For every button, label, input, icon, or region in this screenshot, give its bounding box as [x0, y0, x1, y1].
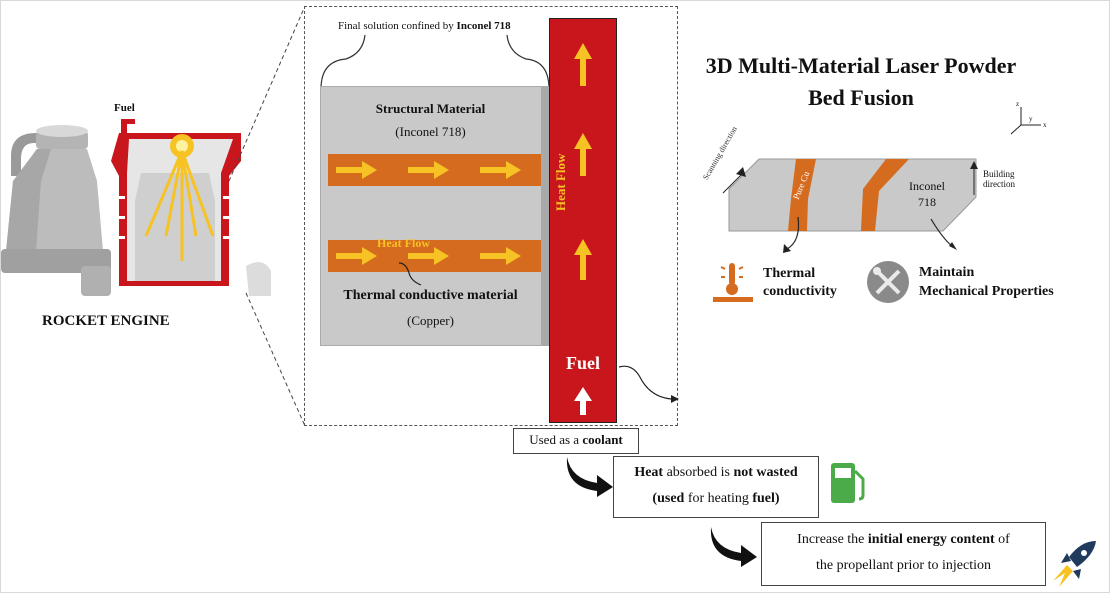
energy-bold: initial energy content: [867, 532, 995, 547]
pointer-squiggle: [398, 262, 422, 286]
zoom-connector-lines: [228, 5, 306, 427]
engine-3d-icon: [1, 125, 111, 296]
fuel-pointer-arrow: [618, 365, 679, 403]
caption-brace: [320, 34, 550, 90]
inconel-part-label-1: Inconel: [909, 179, 945, 193]
coolant-prefix: Used as a: [529, 432, 580, 447]
heat-arrow-right-4: [336, 247, 377, 265]
heat-text-2: for heating: [687, 491, 749, 506]
rocket-engine-title: ROCKET ENGINE: [42, 313, 170, 329]
heat-flow-horizontal-label: Heat Flow: [377, 236, 430, 250]
heat-arrow-right-3: [480, 161, 521, 179]
heat-text-1: absorbed is: [666, 465, 730, 480]
curved-arrow-1: [566, 457, 613, 497]
rocket-icon: [1053, 541, 1096, 587]
pure-cu-stripe-2: [861, 159, 909, 231]
heat-arrow-right-2: [408, 161, 449, 179]
heat-not-wasted-box: Heat absorbed is not wasted (used for he…: [613, 456, 819, 518]
thermometer-icon: [713, 263, 753, 302]
zoom-detail-frame: [304, 6, 678, 426]
vertical-heat-arrows: [574, 43, 592, 415]
structural-material-subtitle: (Inconel 718): [395, 124, 466, 139]
heat-arrow-right-6: [480, 247, 521, 265]
pure-cu-stripe-1: [788, 159, 816, 231]
heat-bold-2: not wasted: [733, 465, 798, 480]
lpbf-title-line2: Bed Fusion: [808, 85, 914, 110]
lpbf-title-line1: 3D Multi-Material Laser Powder: [705, 53, 1017, 78]
energy-line1: Increase the initial energy content of: [762, 532, 1045, 548]
axes-triad-icon: [1010, 107, 1041, 135]
maintain-label-line2: Mechanical Properties: [919, 284, 1054, 299]
energy-line2: the propellant prior to injection: [816, 558, 991, 573]
conductive-material-title: Thermal conductive material: [343, 288, 518, 303]
heat-arrow-right-1: [336, 161, 377, 179]
inconel-block: [320, 86, 548, 346]
printed-part-illustration: [722, 158, 978, 253]
curved-arrow-2: [710, 527, 757, 567]
heat-line2: (used for heating fuel): [614, 491, 818, 507]
inconel-wall: [541, 86, 549, 346]
heat-arrow-right-5: [408, 247, 449, 265]
heat-bold-1: Heat: [634, 465, 664, 480]
heat-bold-4: fuel): [752, 491, 780, 506]
heat-line1: Heat absorbed is not wasted: [614, 465, 818, 481]
heat-arrow-up-1: [574, 43, 592, 86]
axis-y-label: y: [1029, 115, 1033, 123]
energy-text-2: of: [998, 532, 1010, 547]
axis-x-label: x: [1043, 121, 1047, 129]
thermal-label-line1: Thermal: [763, 266, 816, 281]
thermal-label-line2: conductivity: [763, 284, 837, 299]
energy-content-box: Increase the initial energy content of t…: [761, 522, 1046, 586]
building-direction-label: Building direction: [983, 169, 1015, 189]
fuel-channel-label: Fuel: [566, 353, 600, 373]
heat-flow-vertical-label: Heat Flow: [553, 153, 568, 211]
coolant-box: Used as a coolant: [513, 428, 639, 454]
heat-arrow-up-2: [574, 133, 592, 176]
engine-fuel-label: Fuel: [114, 102, 135, 114]
axis-z-label: z: [1016, 100, 1020, 108]
structural-material-title: Structural Material: [375, 101, 486, 116]
detail-caption: Final solution confined by Inconel 718: [338, 20, 511, 32]
heat-arrow-up-3: [574, 239, 592, 280]
heat-bold-3: (used: [652, 491, 685, 506]
detail-caption-bold: Inconel 718: [456, 20, 511, 32]
inconel-part-label-2: 718: [918, 195, 936, 209]
conductive-material-subtitle: (Copper): [407, 313, 454, 328]
horizontal-heat-arrows: [336, 161, 521, 265]
fuel-pump-icon: [831, 463, 865, 503]
rocket-engine-illustration: [1, 119, 271, 296]
engine-cross-section-icon: [111, 119, 241, 286]
detail-caption-prefix: Final solution confined by: [338, 20, 454, 32]
coolant-bold: coolant: [582, 432, 623, 447]
energy-text-1: Increase the: [797, 532, 865, 547]
tools-icon: [867, 261, 909, 303]
maintain-label-line1: Maintain: [919, 265, 975, 280]
engine-nozzle-icon: [246, 262, 271, 296]
fuel-up-arrow-icon: [574, 387, 592, 415]
